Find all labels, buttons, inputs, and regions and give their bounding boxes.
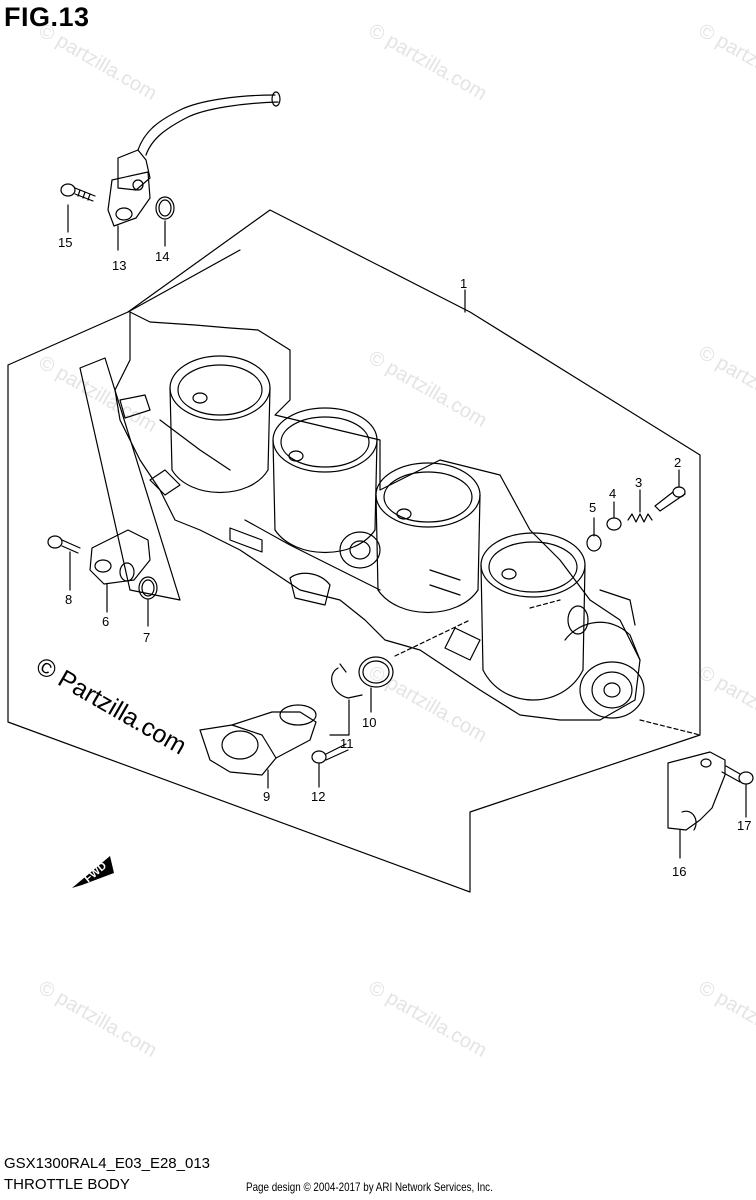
- part-11-clip: [331, 667, 363, 699]
- callout-7: 7: [143, 630, 150, 645]
- sub-outline-top: [127, 249, 241, 313]
- callout-3: 3: [635, 475, 642, 490]
- callout-13: 13: [112, 258, 126, 273]
- part-17-screw: [721, 765, 754, 785]
- callout-2: 2: [674, 455, 681, 470]
- callout-11: 11: [340, 736, 354, 751]
- sub-outline-sensor-left: [79, 357, 181, 601]
- callout-4: 4: [609, 486, 616, 501]
- part-7-o-ring: [138, 576, 158, 600]
- part-6-sensor: [89, 529, 151, 585]
- callout-12: 12: [311, 789, 325, 804]
- callout-6: 6: [102, 614, 109, 629]
- part-8-screw: [47, 535, 81, 554]
- callout-14: 14: [155, 249, 169, 264]
- leader-lines: [67, 204, 747, 859]
- callout-9: 9: [263, 789, 270, 804]
- part-5-o-ring: [586, 534, 602, 552]
- model-code: GSX1300RAL4_E03_E28_013: [4, 1155, 211, 1172]
- diagram-title: THROTTLE BODY: [4, 1176, 130, 1193]
- part-16-bracket: [667, 751, 726, 831]
- callout-16: 16: [672, 864, 686, 879]
- part-13-sensor: [107, 91, 281, 227]
- assembly-outline: [7, 209, 701, 893]
- callout-15: 15: [58, 235, 72, 250]
- page-credit: Page design © 2004-2017 by ARI Network S…: [246, 1180, 493, 1194]
- callout-17: 17: [737, 818, 751, 833]
- part-4-washer: [606, 517, 622, 531]
- part-3-spring: [627, 513, 653, 523]
- figure-label: FIG.13: [4, 2, 90, 32]
- fwd-direction-marker: FWD: [72, 856, 114, 888]
- part-14-o-ring: [155, 196, 175, 220]
- callout-5: 5: [589, 500, 596, 515]
- part-10-o-ring: [358, 656, 394, 688]
- callout-1: 1: [460, 276, 467, 291]
- part-1-throttle-body: [114, 311, 645, 721]
- part-2-screw: [654, 486, 686, 512]
- part-15-screw: [60, 183, 96, 202]
- callout-10: 10: [362, 715, 376, 730]
- part-12-screw: [311, 743, 349, 764]
- callout-8: 8: [65, 592, 72, 607]
- part-9-sensor: [199, 704, 317, 776]
